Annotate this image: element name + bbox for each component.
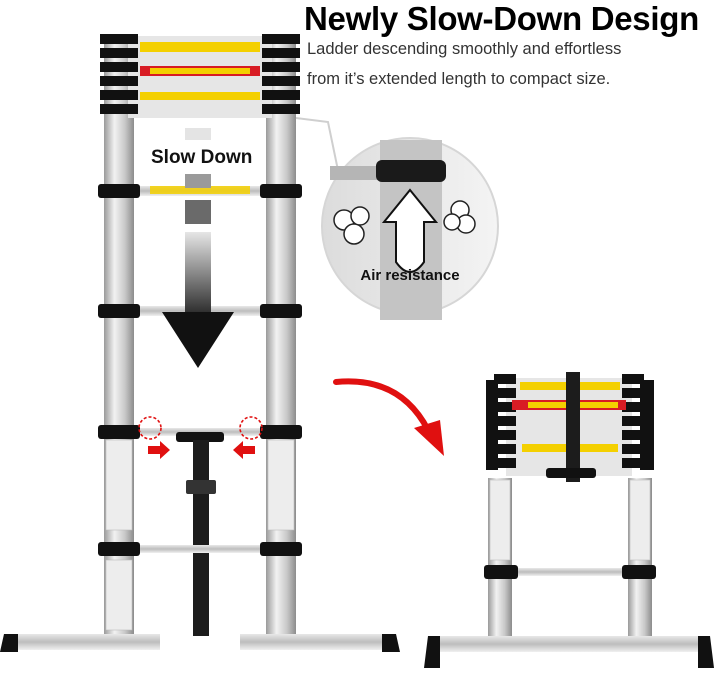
- air-puff-icon: [333, 200, 476, 245]
- magnifier-circle-icon: [295, 117, 499, 320]
- compact-ladder-icon: [424, 372, 714, 668]
- description-line-2: from it’s extended length to compact siz…: [307, 70, 611, 88]
- down-arrow-icon: [162, 128, 234, 368]
- air-resistance-label: Air resistance: [360, 267, 460, 284]
- headline: Newly Slow-Down Design: [304, 0, 699, 37]
- tall-ladder-icon: [0, 34, 400, 652]
- curved-red-arrow-icon: [333, 378, 444, 456]
- description-line-1: Ladder descending smoothly and effortles…: [307, 40, 622, 58]
- slow-down-label: Slow Down: [148, 146, 256, 170]
